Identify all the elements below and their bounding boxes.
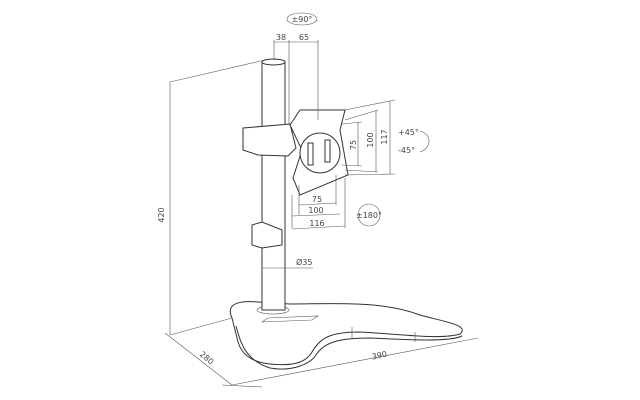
height-dimension: 420 xyxy=(157,59,266,336)
vesa-h-large-label: 100 xyxy=(308,206,323,215)
vesa-v-small-label: 75 xyxy=(349,140,358,150)
stand-base xyxy=(229,301,463,370)
top-dimensions: ±90° 38 65 xyxy=(273,12,319,125)
vesa-h-small-label: 75 xyxy=(312,195,322,204)
base-dimensions: 280 390 xyxy=(164,332,479,388)
pole-offset-label: 38 xyxy=(276,33,286,42)
bottom-dimensions: 75 100 116 ±180° xyxy=(291,175,382,230)
vesa-bracket xyxy=(242,109,349,196)
pole-diameter-label: Ø35 xyxy=(296,257,312,267)
pan-rotation-label: ±90° xyxy=(292,15,313,24)
pole: Ø35 xyxy=(251,58,313,311)
base-depth-label: 280 xyxy=(198,350,215,367)
vesa-v-large-label: 100 xyxy=(366,132,375,147)
base-width-label: 390 xyxy=(371,350,388,362)
arm-offset-label: 65 xyxy=(299,33,309,42)
tilt-up-label: +45° xyxy=(398,128,419,137)
tilt-arrow-icon xyxy=(419,130,430,153)
portrait-rotation-label: ±180° xyxy=(356,211,382,220)
plate-height-label: 117 xyxy=(380,129,389,144)
right-dimensions: 75 100 117 +45° -45° xyxy=(341,99,430,176)
plate-width-label: 116 xyxy=(309,219,324,228)
tilt-down-label: -45° xyxy=(398,146,415,155)
height-label: 420 xyxy=(157,207,166,222)
